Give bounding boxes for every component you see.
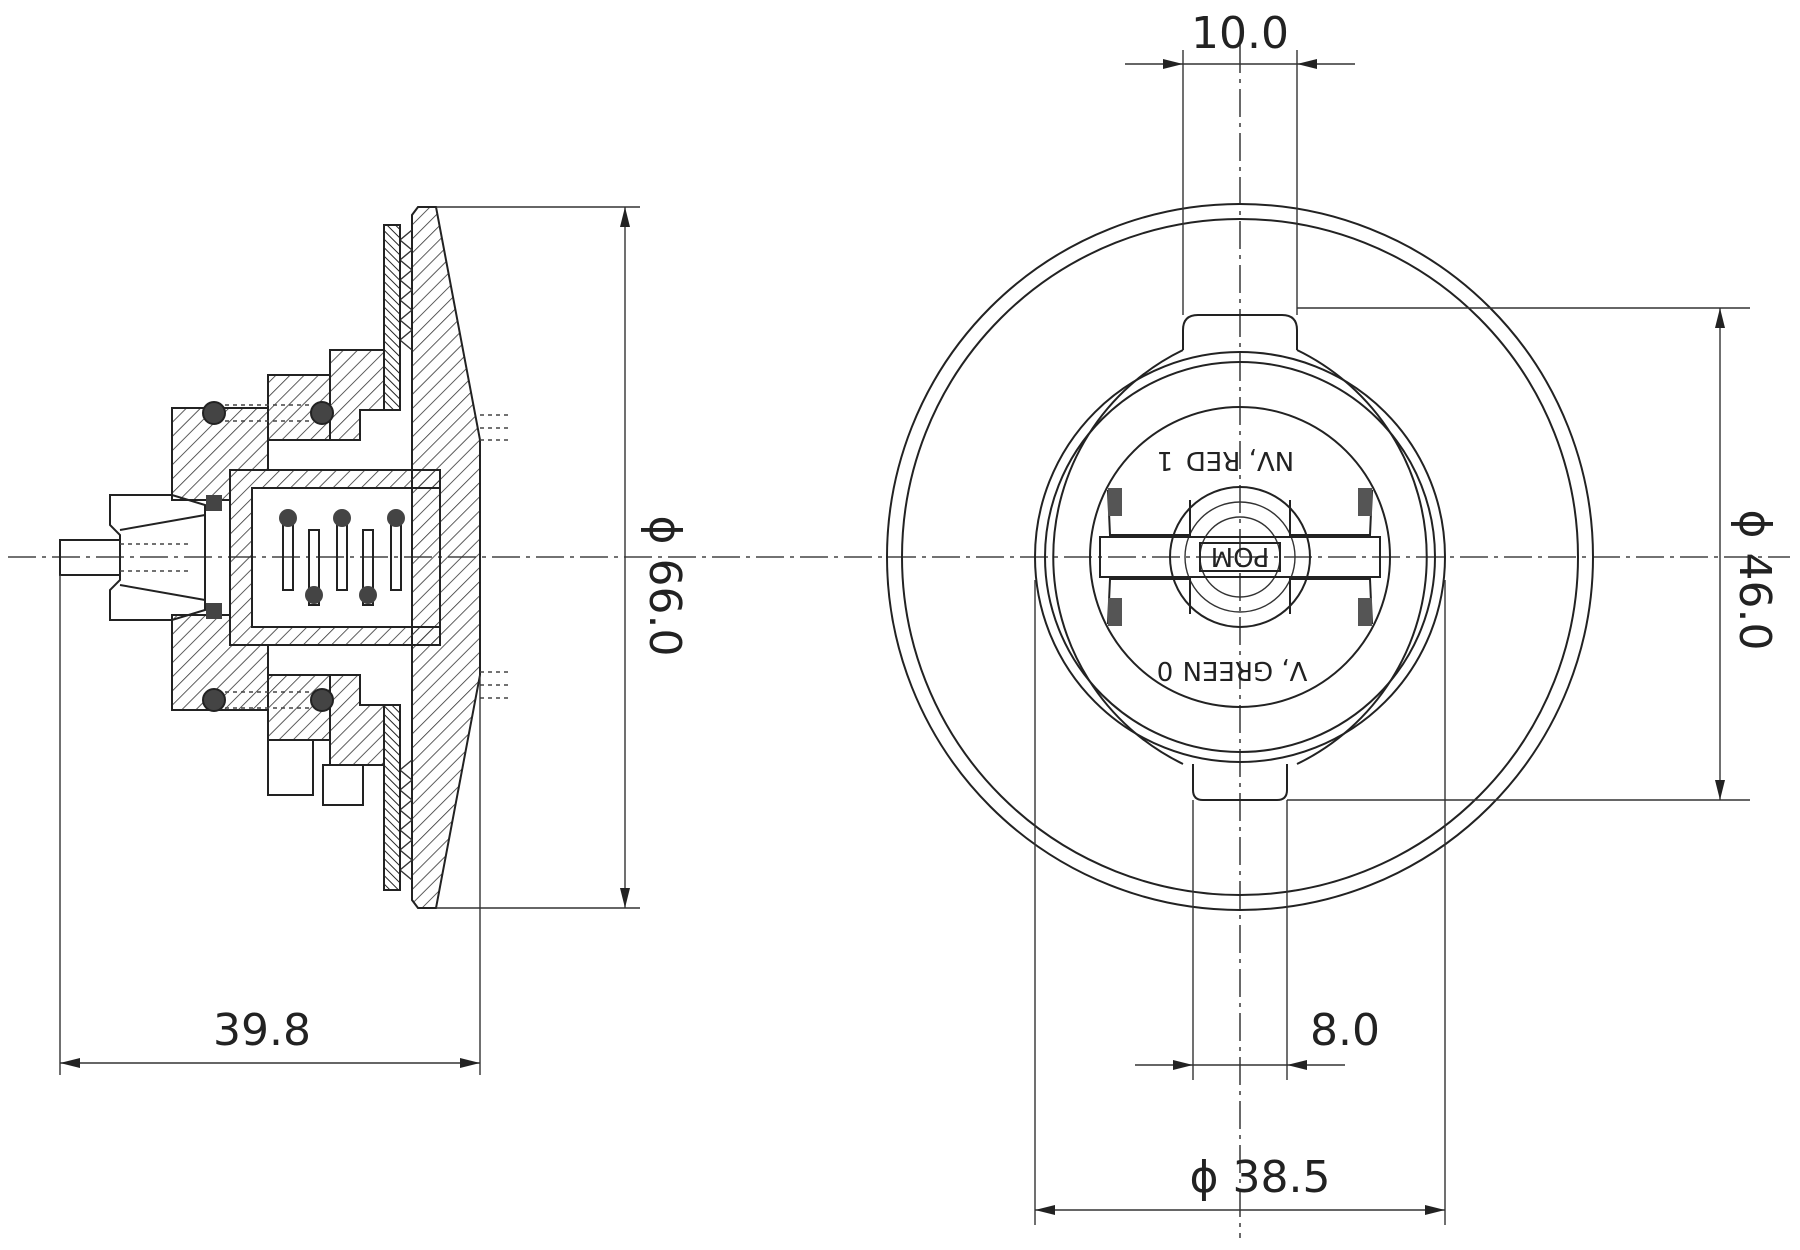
tab-box-2 [322, 764, 364, 806]
hub-circle-inner [1184, 501, 1296, 613]
hub-circle [1169, 486, 1311, 628]
body-circle-inner [1044, 361, 1436, 753]
terminal-mark [1108, 488, 1122, 516]
pom-label: POM [1211, 541, 1270, 571]
step-upper-1 [329, 349, 385, 441]
key-lug-top [1182, 314, 1298, 350]
dimension-length-text: 39.8 [213, 1005, 311, 1056]
pom-label-box [1199, 542, 1281, 572]
tab-box-1 [267, 739, 314, 796]
seal-upper [206, 495, 222, 511]
plug-line [119, 514, 206, 531]
o-ring-lower-left [202, 688, 226, 712]
seal-lower [206, 603, 222, 619]
terminal-mark [1358, 598, 1372, 626]
pin-shaft [59, 539, 121, 576]
label-lower-num: 0 [1157, 655, 1174, 685]
terminal-mark [1358, 488, 1372, 516]
center-bar [1099, 536, 1381, 578]
o-ring-upper-right [310, 401, 334, 425]
terminal-mark [1108, 598, 1122, 626]
outer-circle-inner [901, 218, 1579, 896]
front-view: POM NV, RED 1 V, GREEN 0 10.0 ϕ 46.0 [886, 8, 1780, 1238]
outer-circle [886, 203, 1594, 911]
flange-teeth-upper [398, 229, 414, 351]
contact-pins [279, 509, 405, 606]
label-lower: V, GREEN [1183, 655, 1308, 685]
flange-teeth-lower [398, 759, 414, 881]
key-lug-bottom [1192, 764, 1288, 801]
dimension-inner-diameter-text: ϕ 46.0 [1729, 510, 1780, 651]
panel-plate-lower [383, 704, 401, 891]
step-lower-1 [329, 674, 385, 766]
flange-section [411, 206, 481, 909]
dimension-diameter-text: ϕ 66.0 [639, 516, 690, 657]
side-section-view: 39.8 ϕ 66.0 [8, 206, 1790, 1075]
body-circle [1034, 351, 1446, 763]
key-ring-right [1296, 349, 1428, 765]
contact-face-circle [1089, 406, 1391, 708]
dimension-width-bottom-text: 8.0 [1310, 1005, 1380, 1056]
dimension-body-diameter-text: ϕ 38.5 [1190, 1152, 1331, 1203]
dimension-width-top-text: 10.0 [1191, 8, 1289, 59]
o-ring-upper-left [202, 401, 226, 425]
key-ring-left [1052, 349, 1184, 765]
plug-line [119, 584, 206, 601]
panel-plate-upper [383, 224, 401, 411]
plug-body [109, 494, 206, 621]
o-ring-lower-right [310, 688, 334, 712]
label-upper: NV, RED [1186, 445, 1294, 475]
label-upper-num: 1 [1157, 445, 1174, 475]
